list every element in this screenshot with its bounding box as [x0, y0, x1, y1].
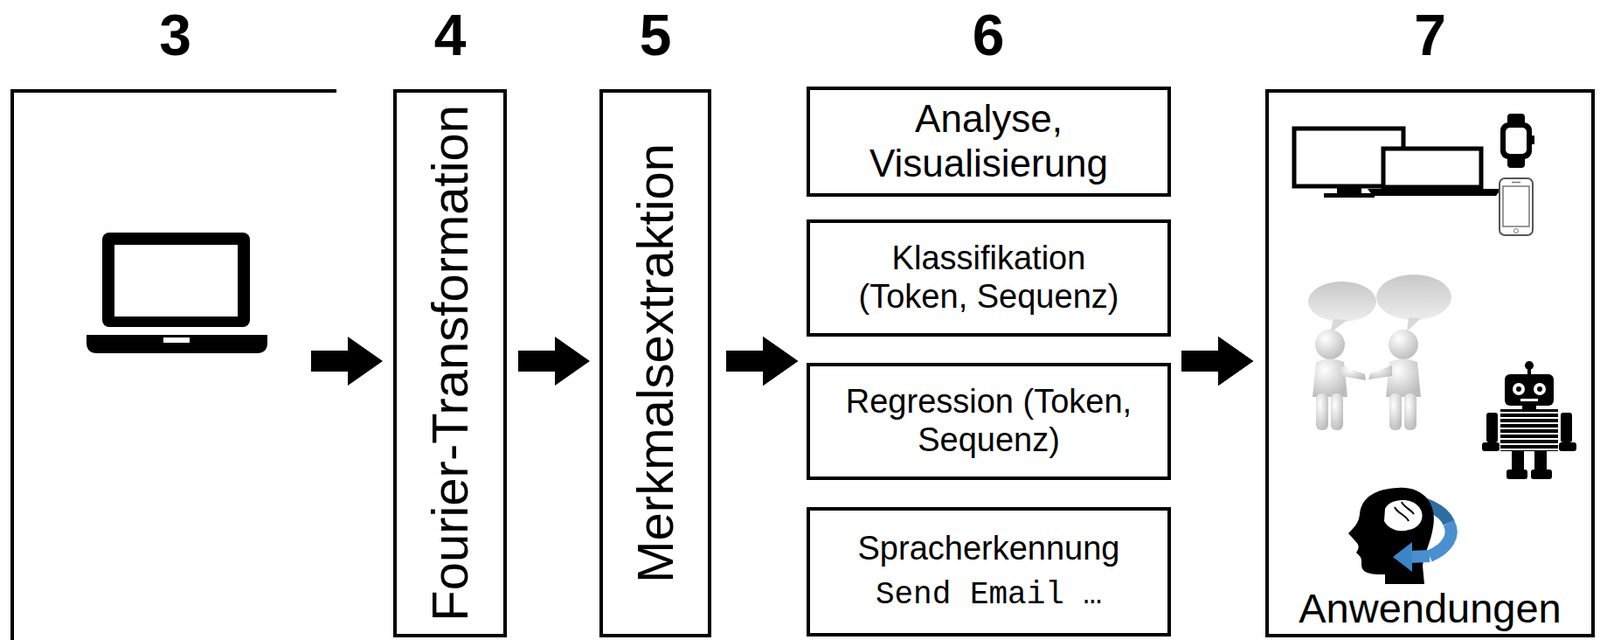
robot-icon-part [1524, 360, 1534, 370]
laptop-icon-part [102, 232, 250, 327]
step-title: Merkmalsextraktion [626, 143, 686, 583]
talking-people-part [1385, 359, 1421, 398]
robot-icon [1482, 360, 1577, 479]
phone-icon-part [1503, 186, 1530, 227]
step-number: 6 [900, 0, 1076, 70]
process-box: 4Fourier-Transformation [393, 89, 507, 638]
task-label: Spracherkennung [858, 529, 1121, 568]
step-number: 5 [602, 0, 708, 70]
head-silhouette-part [1429, 522, 1452, 556]
robot-icon-part [1516, 386, 1522, 392]
head-silhouette-part [1392, 541, 1413, 572]
block-arrow [518, 336, 590, 386]
robot-icon-part [1537, 386, 1543, 392]
talking-people-part [1316, 393, 1329, 430]
label-holder: 6 [900, 0, 1076, 70]
head-silhouette-part [1348, 487, 1434, 584]
robot-icon-part [1533, 382, 1546, 395]
watch-icon-part [1505, 127, 1527, 154]
robot-icon-part [1506, 469, 1528, 479]
talking-people [1308, 274, 1452, 430]
talking-people-part [1376, 274, 1452, 320]
task-box: Klassifikation (Token, Sequenz) [806, 219, 1171, 337]
talking-people-part [1406, 317, 1421, 332]
robot-icon-part [1558, 442, 1577, 451]
block-arrow [311, 336, 383, 386]
talking-people-part [1389, 393, 1402, 430]
phone-icon [1499, 178, 1533, 236]
task-label: Klassifikation (Token, Sequenz) [836, 239, 1143, 316]
process-box: 5Merkmalsextraktion [599, 89, 712, 638]
robot-icon-part [1512, 382, 1525, 395]
application-box: 7Anwendungen [1265, 89, 1595, 638]
task-label: Analyse, Visualisierung [815, 96, 1163, 186]
robot-icon-part [1534, 450, 1547, 472]
robot-icon-part [1486, 412, 1498, 443]
talking-people-part [1368, 365, 1393, 380]
robot-icon-part [1511, 450, 1524, 472]
robot-icon-part [1560, 412, 1573, 443]
step-number: 7 [1268, 0, 1592, 70]
monitor-icon-part [1323, 193, 1375, 198]
task-box: Regression (Token, Sequenz) [806, 362, 1171, 480]
block-arrow [726, 336, 798, 386]
robot-icon-part [1530, 469, 1552, 479]
robot-icon-part [1504, 374, 1554, 406]
step-number: 3 [13, 0, 337, 70]
robot-icon-part [1520, 398, 1538, 402]
laptop-icon [86, 232, 268, 354]
talking-people-part [1388, 329, 1419, 360]
notebook-icon-part [1367, 188, 1502, 196]
laptop-icon-part [163, 337, 190, 343]
phone-icon-part [1514, 228, 1519, 234]
watch-icon [1500, 113, 1535, 168]
laptop-icon-part [86, 334, 268, 354]
example-command: Send Email … [875, 576, 1102, 613]
step-number: 4 [396, 0, 504, 70]
block-arrow [1181, 336, 1254, 386]
task-label: Regression (Token, Sequenz) [836, 382, 1143, 459]
task-box: Analyse, Visualisierung [806, 86, 1171, 197]
phone-icon-part [1499, 178, 1533, 236]
notebook-icon-part [1383, 148, 1482, 188]
block-arrow [726, 336, 798, 386]
watch-icon-part [1500, 122, 1532, 160]
talking-people-part [1312, 359, 1348, 398]
box-caption: Anwendungen [1298, 584, 1562, 634]
laptop-icon-part [114, 244, 238, 317]
step-title: Fourier-Transformation [421, 104, 480, 622]
block-arrow [1181, 336, 1254, 386]
talking-people-part [1404, 393, 1417, 430]
talking-people-part [1341, 365, 1366, 381]
phone-icon-part [1511, 181, 1521, 184]
block-arrow [1181, 336, 1254, 386]
head-silhouette-part [1394, 501, 1414, 521]
talking-people-part [1330, 393, 1344, 430]
watch-icon-part [1530, 135, 1535, 145]
input-box: 3 [10, 89, 337, 640]
block-arrow [726, 336, 798, 386]
head-silhouette-part [1384, 499, 1423, 531]
block-arrow [726, 336, 798, 386]
notebook-icon [1367, 148, 1502, 196]
block-arrow [1181, 336, 1254, 386]
head-silhouette [1348, 487, 1452, 584]
robot-icon-part [1482, 442, 1500, 451]
task-box: SpracherkennungSend Email … [806, 506, 1171, 637]
talking-people-part [1315, 329, 1345, 360]
talking-people-part [1308, 281, 1377, 322]
robot-icon-part [1500, 408, 1559, 451]
